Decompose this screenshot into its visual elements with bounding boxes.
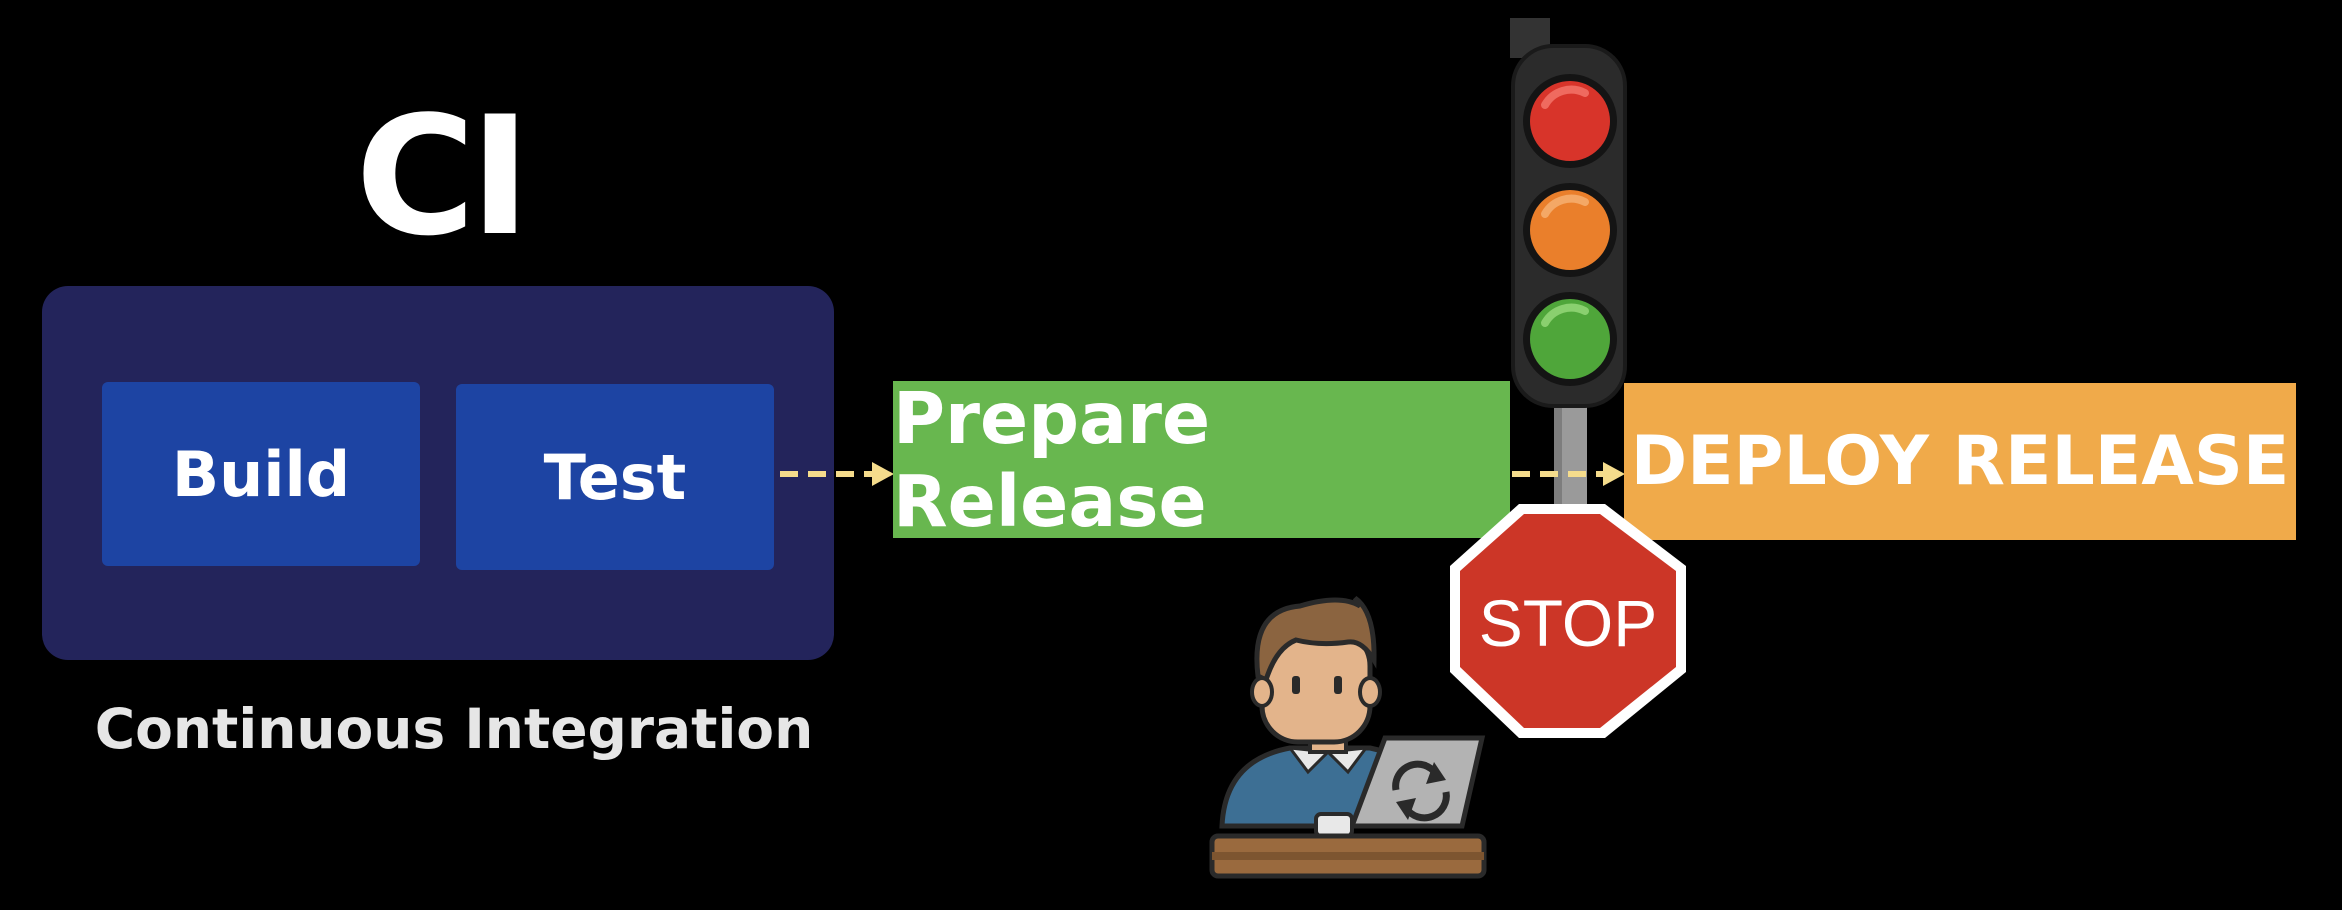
- stop-sign-text: STOP: [1479, 586, 1658, 660]
- prepare-release-box: Prepare Release: [893, 377, 1510, 543]
- ci-title: CI: [355, 81, 530, 272]
- ci-caption: Continuous Integration: [94, 697, 814, 761]
- arrow-prepare-to-deploy: [1512, 462, 1625, 486]
- traffic-light-icon: [1510, 18, 1627, 408]
- stop-sign-icon: STOP: [1450, 504, 1686, 738]
- laptop-sync-icon: [1314, 735, 1486, 838]
- developer-icon: [1219, 595, 1437, 829]
- desk-icon: [1209, 833, 1487, 879]
- deploy-release-box: DEPLOY RELEASE: [1624, 383, 2296, 540]
- stage-build: Build: [102, 382, 420, 566]
- stage-test: Test: [456, 384, 774, 570]
- arrow-ci-to-prepare: [780, 462, 894, 486]
